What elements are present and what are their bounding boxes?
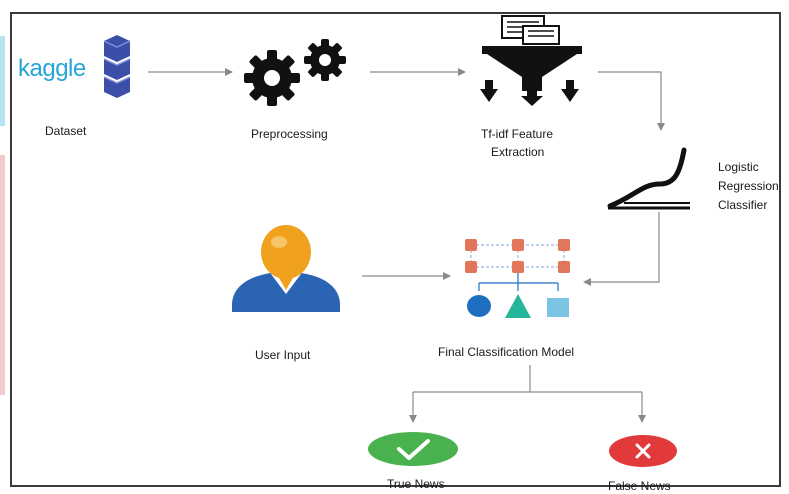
logistic-label-line2: Regression xyxy=(718,179,779,193)
left-edge-strip-pink xyxy=(0,155,5,395)
dataset-label: Dataset xyxy=(45,124,87,138)
user-icon xyxy=(232,225,340,312)
arrow-tfidf-to-logistic xyxy=(598,71,665,131)
true-news-label: True News xyxy=(387,477,445,491)
model-hierarchy-icon xyxy=(465,239,570,318)
false-news-label: False News xyxy=(608,479,671,493)
database-icon xyxy=(103,35,131,98)
check-icon xyxy=(368,432,458,466)
arrow-logistic-to-model xyxy=(583,212,660,286)
funnel-icon xyxy=(480,15,582,106)
diagram-frame xyxy=(10,12,781,487)
preprocessing-label: Preprocessing xyxy=(251,127,328,141)
cross-icon xyxy=(609,435,677,467)
sigmoid-curve-icon xyxy=(607,147,690,210)
logistic-label-line1: Logistic xyxy=(718,160,759,174)
user-input-label: User Input xyxy=(255,348,311,362)
gears-icon xyxy=(244,39,346,106)
tfidf-label-line1: Tf-idf Feature xyxy=(481,127,554,141)
final-model-label: Final Classification Model xyxy=(438,345,575,359)
connectors xyxy=(148,68,665,423)
kaggle-logo: kaggle xyxy=(18,55,86,82)
logistic-label-line3: Classifier xyxy=(718,198,768,212)
left-edge-strip-blue xyxy=(0,36,5,126)
tfidf-label-line2: Extraction xyxy=(491,145,545,159)
